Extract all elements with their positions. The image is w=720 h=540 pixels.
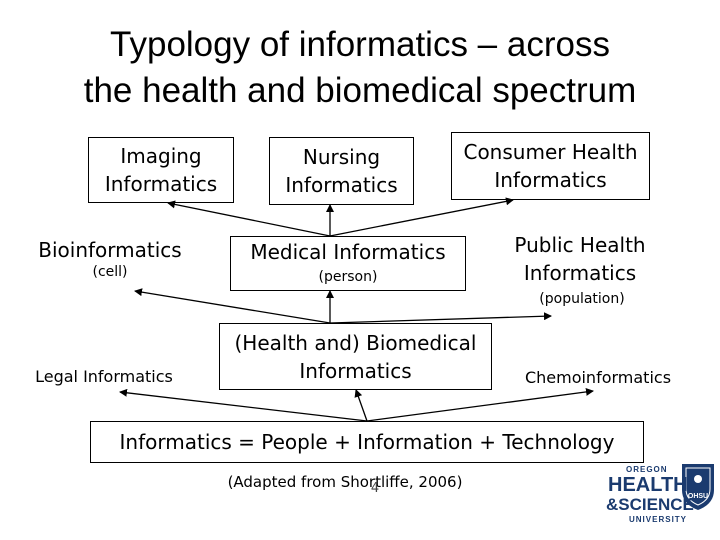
arrow-equation-to-chemo xyxy=(366,387,594,422)
slide-title: Typology of informatics – across the hea… xyxy=(0,22,720,114)
medical-informatics-label: Medical Informatics xyxy=(250,240,446,264)
logo-science: &SCIENCE xyxy=(606,495,694,514)
arrow-medical-to-consumer xyxy=(329,197,514,237)
svg-text:OHSU: OHSU xyxy=(688,493,708,500)
arrow-medical-to-imaging xyxy=(167,200,331,237)
ohsu-logo: OHSU OREGON HEALTH &SCIENCE UNIVERSITY xyxy=(596,460,720,540)
nursing-informatics-box: Nursing Informatics xyxy=(269,137,414,205)
logo-university: UNIVERSITY xyxy=(629,515,688,524)
logo-oregon: OREGON xyxy=(626,465,668,474)
arrow-biomedical-to-public-health xyxy=(329,312,552,324)
informatics-equation-label: Informatics = People + Information + Tec… xyxy=(119,430,615,454)
title-line-2: the health and biomedical spectrum xyxy=(83,71,637,110)
title-line-1: Typology of informatics – across xyxy=(110,25,610,64)
logo-health: HEALTH xyxy=(608,474,688,496)
imaging-informatics-box: Imaging Informatics xyxy=(88,137,234,203)
biomedical-informatics-box: (Health and) Biomedical Informatics xyxy=(219,323,492,390)
chemoinformatics-label: Chemoinformatics xyxy=(524,368,672,387)
arrow-biomedical-to-bioinformatics xyxy=(134,288,331,324)
bioinformatics-scope: (cell) xyxy=(92,264,128,280)
public-health-informatics-label: Public Health Informatics xyxy=(514,233,646,285)
imaging-informatics-label: Imaging Informatics xyxy=(104,144,218,196)
medical-informatics-box: Medical Informatics (person) xyxy=(230,236,466,291)
page-number: 4 xyxy=(370,481,380,496)
consumer-health-informatics-label: Consumer Health Informatics xyxy=(463,140,638,192)
public-health-scope: (population) xyxy=(539,291,625,307)
consumer-health-informatics-box: Consumer Health Informatics xyxy=(451,132,650,200)
nursing-informatics-label: Nursing Informatics xyxy=(285,145,398,197)
arrow-equation-to-biomedical xyxy=(354,389,368,422)
medical-informatics-scope: (person) xyxy=(318,269,378,285)
biomedical-informatics-label: (Health and) Biomedical Informatics xyxy=(234,330,477,383)
arrow-equation-to-legal xyxy=(119,388,368,422)
informatics-equation-box: Informatics = People + Information + Tec… xyxy=(90,421,644,463)
bioinformatics-label: Bioinformatics xyxy=(38,238,182,262)
citation: (Adapted from Shortliffe, 2006) xyxy=(227,473,463,491)
legal-informatics-label: Legal Informatics xyxy=(35,367,173,386)
ohsu-seal-icon: OHSU xyxy=(682,464,714,510)
